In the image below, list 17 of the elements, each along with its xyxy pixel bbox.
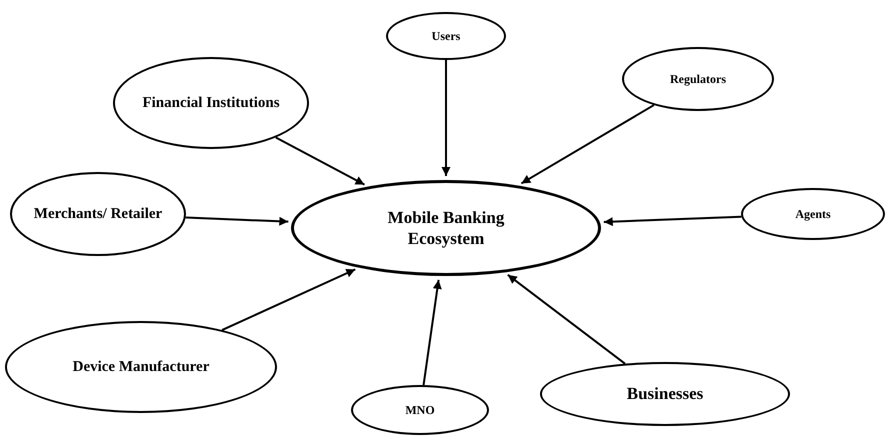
- arrow: [422, 280, 442, 386]
- node-label: Users: [432, 28, 460, 44]
- node-label: Merchants/ Retailer: [34, 204, 162, 224]
- arrow: [442, 60, 450, 176]
- arrow: [507, 274, 626, 364]
- node-label: Mobile Banking Ecosystem: [386, 206, 506, 250]
- arrow: [604, 216, 742, 226]
- arrow: [520, 104, 654, 184]
- node-label: Agents: [795, 206, 831, 222]
- arrow: [186, 216, 288, 226]
- node-label: Device Manufacturer: [72, 358, 210, 376]
- arrow: [275, 136, 365, 186]
- node-label: Regulators: [670, 72, 726, 86]
- arrow: [222, 268, 356, 331]
- node-label: Businesses: [626, 383, 704, 405]
- node-label: Financial Institutions: [142, 94, 280, 112]
- node-label: MNO: [405, 402, 435, 418]
